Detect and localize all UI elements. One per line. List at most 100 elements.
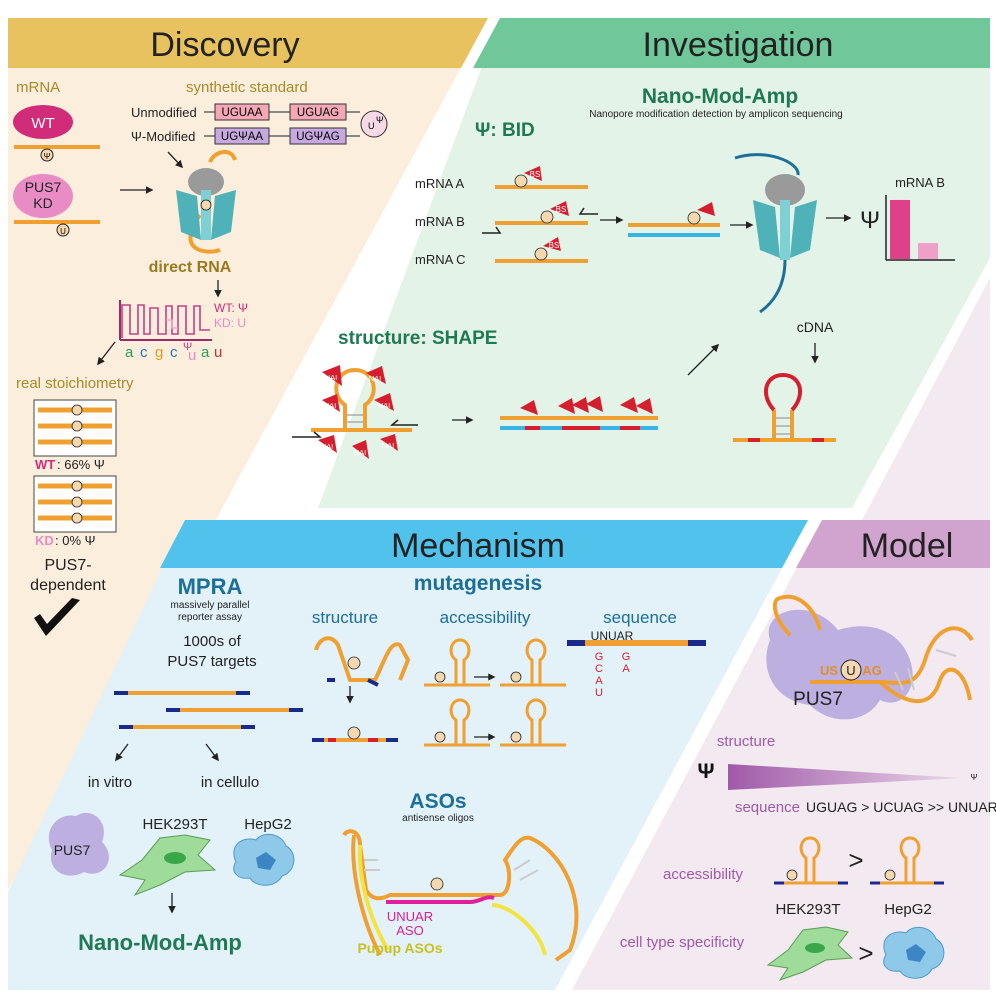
hepg2-label: HepG2 <box>244 816 292 833</box>
seq-unmod-2: UGUAG <box>297 107 339 119</box>
seq-mod-1: UGΨAA <box>221 131 264 143</box>
model-rna-illustration <box>766 594 974 720</box>
base-c: c <box>170 344 178 361</box>
sequence-ranking: UGUAG > UCUAG >> UNUAR <box>806 799 996 815</box>
mechanism-title: Mechanism <box>391 527 565 565</box>
model-hek-cell-icon <box>766 926 854 981</box>
psi-mark <box>40 148 54 162</box>
nai-label: NAI <box>382 441 395 450</box>
investigation-banner <box>473 18 990 68</box>
psi-bar-chart: mRNA B <box>885 175 955 261</box>
hek-label: HEK293T <box>142 816 207 833</box>
nai-label: NAI <box>369 374 382 383</box>
synthetic-standard-label: synthetic standard <box>186 79 308 96</box>
nano-mod-amp-label: Nano-Mod-Amp <box>78 930 242 955</box>
nano-mod-amp-subtitle: Nanopore modification detection by ampli… <box>589 109 843 120</box>
psi-low: Ψ <box>971 773 978 782</box>
model-structure-label: structure <box>717 733 775 750</box>
model-hepg2-label: HepG2 <box>884 901 932 918</box>
nanopore-icon <box>734 153 817 314</box>
seq-box <box>214 103 270 121</box>
mrna-b-label: mRNA B <box>415 214 465 229</box>
u-mark <box>56 223 70 237</box>
in-vitro-label: in vitro <box>88 774 132 791</box>
cdna-label: cDNA <box>797 319 834 335</box>
base-u: u <box>214 344 222 361</box>
u-psi-circle <box>360 110 388 138</box>
arrow <box>115 743 129 762</box>
discovery-banner <box>8 18 488 68</box>
base-a: a <box>125 344 134 361</box>
bid-title: Ψ: BID <box>475 120 535 141</box>
seq-unmod-1: UGUAA <box>222 107 263 119</box>
model-banner <box>796 520 990 568</box>
sequence-label: sequence <box>603 608 677 627</box>
direct-rna-label: direct RNA <box>149 259 232 276</box>
nai-label: NAI <box>378 401 391 410</box>
shape-title: structure: SHAPE <box>338 328 497 349</box>
psi-mark <box>687 211 701 225</box>
model-hek-label: HEK293T <box>775 901 840 918</box>
targets-line2: PUS7 targets <box>167 653 256 670</box>
u-psi-u: U <box>368 121 375 131</box>
base-g: g <box>155 344 163 361</box>
greater-than: > <box>858 938 873 968</box>
real-stoichiometry-label: real stoichiometry <box>16 375 134 392</box>
mpra-subtitle-2: reporter assay <box>178 612 242 623</box>
mpra-subtitle-1: massively parallel <box>171 600 250 611</box>
u-glyph: U <box>60 227 66 236</box>
psi-readout: Ψ <box>860 207 880 234</box>
conclusion-line2: dependent <box>30 577 106 594</box>
arrow <box>167 151 184 169</box>
sub-g: G <box>595 651 604 663</box>
primer-arrow <box>389 419 418 426</box>
pupup-asos-label: Pupup ASOs <box>357 940 442 956</box>
mpra-title: MPRA <box>178 574 243 599</box>
pus7-model-label: PUS7 <box>793 689 843 710</box>
psi-high: Ψ <box>698 760 715 783</box>
sub-g: G <box>622 651 631 663</box>
mechanism-panel <box>8 520 808 990</box>
pus7-label: PUS7 <box>54 842 91 858</box>
accessibility-mutagenesis <box>424 638 566 747</box>
pus7-protein-icon <box>48 812 109 876</box>
kd-stoich-label: KD <box>35 533 54 548</box>
nai-label: NAI <box>325 373 338 382</box>
chart-bar-2 <box>918 243 938 259</box>
model-accessibility-label: accessibility <box>663 866 744 883</box>
base-c: c <box>140 344 148 361</box>
wt-stoich-value: : 66% Ψ <box>57 457 105 472</box>
seq-box <box>214 127 270 145</box>
unuar-motif: UNUAR <box>591 629 634 643</box>
mrna-a-label: mRNA A <box>415 176 464 191</box>
discovery-panel <box>8 18 488 715</box>
kd-reads <box>38 480 112 524</box>
investigation-panel <box>318 18 990 508</box>
targets-line1: 1000s of <box>183 633 241 650</box>
seq-box <box>289 127 347 145</box>
motif-center: U <box>846 663 855 678</box>
base-psi: Ψ <box>183 341 192 353</box>
primer-arrow <box>292 431 323 438</box>
nai-molecules <box>318 365 398 459</box>
bs-label: BS <box>556 205 567 214</box>
cell-type-label: cell type specificity <box>620 934 745 951</box>
primer-arrow <box>482 226 502 234</box>
check-icon <box>34 598 80 636</box>
bs-adducts <box>514 166 569 261</box>
structure-label: structure <box>312 608 378 627</box>
arrow <box>97 341 116 366</box>
mpra-library <box>114 691 303 729</box>
aso-illustration <box>342 829 579 962</box>
kd-u-legend: KD: U <box>214 316 246 330</box>
nano-mod-amp-title: Nano-Mod-Amp <box>642 85 798 108</box>
nai-hairpin <box>311 367 412 432</box>
sub-u: U <box>595 687 603 699</box>
wt-badge <box>13 105 73 139</box>
unuar-aso-line2: ASO <box>396 923 423 938</box>
hek-nucleus <box>164 852 186 864</box>
conclusion-line1: PUS7- <box>44 557 91 574</box>
hepg2-nucleus <box>256 852 276 870</box>
accessibility-label: accessibility <box>440 608 531 627</box>
sub-a: A <box>622 663 630 675</box>
